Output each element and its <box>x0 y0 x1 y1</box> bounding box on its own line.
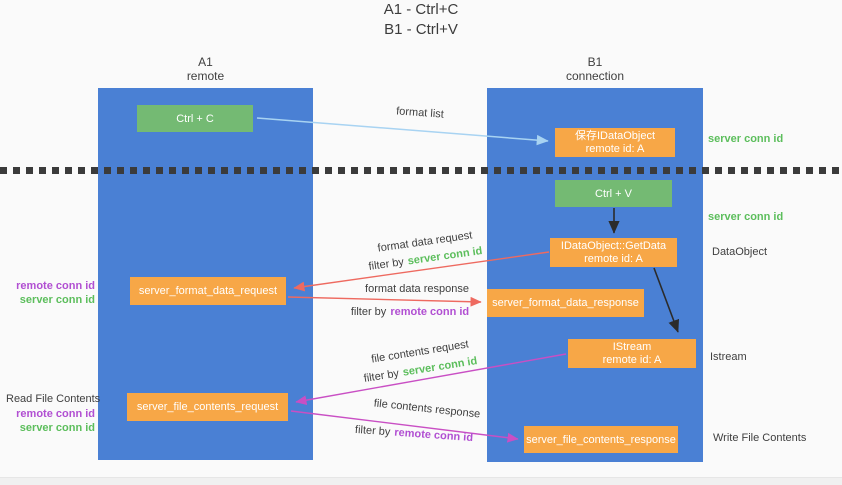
node-istream-line1: IStream <box>612 340 652 353</box>
lifeline-b1-role: connection <box>565 69 625 83</box>
label-left-conn-ids-1: remote conn id server conn id <box>0 279 95 307</box>
node-getdata-line1: IDataObject::GetData <box>560 239 667 252</box>
node-ctrl-c-label: Ctrl + C <box>176 112 214 125</box>
bottom-edge <box>0 477 842 485</box>
filter-by-text-4: filter by <box>354 423 391 439</box>
label-remote-conn-id-1: remote conn id <box>16 280 95 292</box>
label-read-file-contents: Read File Contents <box>6 393 101 405</box>
node-server-format-data-response: server_format_data_response <box>487 289 644 317</box>
arrow-file-contents-response <box>290 410 519 443</box>
node-ctrl-v-label: Ctrl + V <box>595 187 632 200</box>
node-ctrl-v: Ctrl + V <box>555 180 672 207</box>
lifeline-a1-role: remote <box>186 69 225 83</box>
title-line-a1: A1 - Ctrl+C <box>383 1 459 18</box>
label-server-conn-id-top: server conn id <box>708 133 784 145</box>
node-istream-line2: remote id: A <box>602 353 662 366</box>
label-dataobject: DataObject <box>712 246 768 258</box>
arrow-format-data-response <box>287 296 482 307</box>
node-server-file-contents-request: server_file_contents_request <box>127 393 288 421</box>
arrow-file-contents-request <box>295 353 567 405</box>
node-server-format-data-request: server_format_data_request <box>130 277 286 305</box>
label-remote-conn-id-2: remote conn id <box>16 408 95 420</box>
diagram-title: A1 - Ctrl+C B1 - Ctrl+V <box>0 0 842 40</box>
node-server-file-contents-response: server_file_contents_response <box>524 426 678 453</box>
lifeline-header-a1: A1 remote <box>98 55 313 83</box>
node-getdata: IDataObject::GetData remote id: A <box>550 238 677 267</box>
node-getdata-line2: remote id: A <box>584 252 643 265</box>
node-istream: IStream remote id: A <box>568 339 696 368</box>
label-istream: Istream <box>710 351 747 363</box>
dotted-divider <box>0 167 842 174</box>
node-server-format-data-request-label: server_format_data_request <box>138 285 278 297</box>
label-write-file-contents: Write File Contents <box>713 432 807 444</box>
node-server-file-contents-response-label: server_file_contents_response <box>526 433 676 446</box>
lifeline-b1-name: B1 <box>587 55 603 69</box>
label-left-conn-ids-2: remote conn id server conn id <box>0 407 95 435</box>
node-save-idataobject-line1: 保存IDataObject <box>574 129 656 142</box>
node-server-format-data-response-label: server_format_data_response <box>492 297 639 309</box>
label-server-conn-id-left-1: server conn id <box>19 294 95 306</box>
label-format-data-response: format data response <box>365 283 469 295</box>
filter-key-remote-1: remote conn id <box>390 306 470 318</box>
arrow-getdata-to-istream <box>653 267 680 333</box>
node-save-idataobject: 保存IDataObject remote id: A <box>555 128 675 157</box>
lifeline-a1-name: A1 <box>198 55 213 69</box>
label-server-conn-id-mid: server conn id <box>708 211 784 223</box>
lifeline-header-b1: B1 connection <box>487 55 703 83</box>
filter-by-text-2: filter by <box>350 306 387 318</box>
node-save-idataobject-line2: remote id: A <box>585 142 645 155</box>
arrow-format-data-request <box>293 251 550 292</box>
node-ctrl-c: Ctrl + C <box>137 105 253 132</box>
arrow-format-list <box>256 117 549 146</box>
node-server-file-contents-request-label: server_file_contents_request <box>136 401 279 413</box>
title-line-b1: B1 - Ctrl+V <box>384 21 458 38</box>
label-server-conn-id-left-2: server conn id <box>19 422 95 434</box>
